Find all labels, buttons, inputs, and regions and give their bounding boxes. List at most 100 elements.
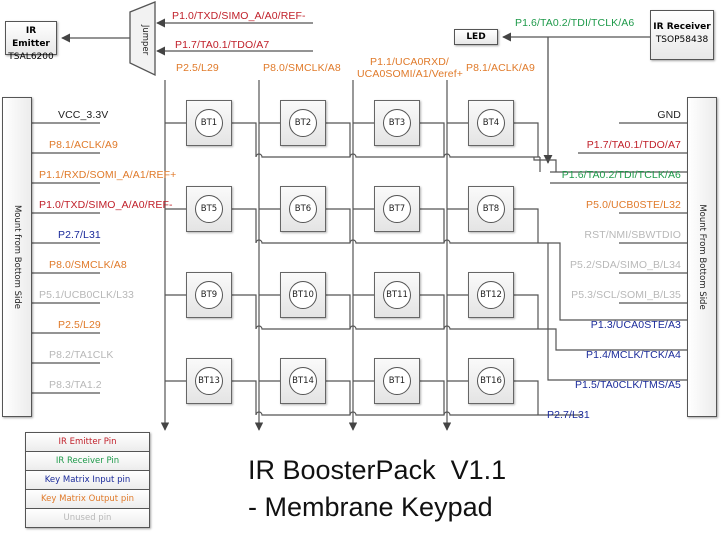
right-header-pin-label: P1.3/UCA0STE/A3 — [590, 319, 681, 331]
button-output-wire — [232, 208, 257, 243]
row-route-2 — [540, 242, 687, 321]
button-output-wire — [326, 294, 351, 329]
button-output-wire — [514, 294, 539, 329]
emitter-pin-a-label: P1.0/TXD/SIMO_A/A0/REF- — [172, 10, 306, 22]
button-output-wire — [514, 122, 539, 157]
key-button[interactable]: BT8 — [468, 186, 514, 232]
jumper-label: Jumper — [140, 24, 150, 56]
left-mount-label: Mount from Bottom Side — [12, 204, 22, 310]
key-button-label: BT3 — [383, 109, 411, 137]
right-header-pin-label: P5.0/UCB0STE/L32 — [586, 199, 681, 211]
ir-emitter-name: IR Emitter — [12, 26, 50, 49]
key-button-label: BT13 — [195, 367, 223, 395]
button-output-wire — [420, 208, 445, 243]
key-button-label: BT7 — [383, 195, 411, 223]
button-output-wire — [420, 122, 445, 157]
diagram-title: IR BoosterPack V1.1 - Membrane Keypad — [248, 452, 506, 526]
key-button[interactable]: BT1 — [186, 100, 232, 146]
button-output-wire — [232, 122, 257, 157]
title-line-1: IR BoosterPack V1.1 — [248, 455, 507, 485]
left-header-pin-label: P8.2/TA1CLK — [49, 349, 114, 361]
pin-legend: IR Emitter Pin IR Receiver Pin Key Matri… — [25, 432, 150, 528]
key-button-label: BT2 — [289, 109, 317, 137]
key-button[interactable]: BT7 — [374, 186, 420, 232]
left-header-pin-label: P1.1/RXD/SOMI_A/A1/REF+ — [39, 169, 177, 181]
button-output-wire — [326, 122, 351, 157]
key-button[interactable]: BT5 — [186, 186, 232, 232]
legend-ir-receiver: IR Receiver Pin — [26, 452, 149, 471]
key-button-label: BT1 — [195, 109, 223, 137]
ir-receiver-part: TSOP58438 — [655, 35, 709, 45]
right-header-pin-label: P1.6/TA0.2/TDI/TCLK/A6 — [561, 169, 681, 181]
key-button-label: BT16 — [477, 367, 505, 395]
key-button[interactable]: BT11 — [374, 272, 420, 318]
left-header-pin-label: P1.0/TXD/SIMO_A/A0/REF- — [39, 199, 173, 211]
button-output-wire — [326, 380, 351, 415]
jumper-shape — [129, 1, 156, 77]
ir-receiver-name: IR Receiver — [653, 22, 711, 32]
key-button[interactable]: BT2 — [280, 100, 326, 146]
button-output-wire — [420, 294, 445, 329]
left-header-pin-label: P8.3/TA1.2 — [49, 379, 102, 391]
key-button[interactable]: BT4 — [468, 100, 514, 146]
key-button-label: BT9 — [195, 281, 223, 309]
key-button[interactable]: BT6 — [280, 186, 326, 232]
right-header-pin-label: P1.4/MCLK/TCK/A4 — [586, 349, 681, 361]
key-button[interactable]: BT10 — [280, 272, 326, 318]
button-output-wire — [326, 208, 351, 243]
ir-receiver-box: IR Receiver TSOP58438 — [650, 10, 714, 60]
key-button[interactable]: BT14 — [280, 358, 326, 404]
button-output-wire — [232, 380, 257, 415]
key-button-label: BT14 — [289, 367, 317, 395]
key-button[interactable]: BT3 — [374, 100, 420, 146]
row-route-3 — [540, 328, 687, 351]
key-button-label: BT4 — [477, 109, 505, 137]
key-button-label: BT12 — [477, 281, 505, 309]
ir-emitter-part: TSAL6200 — [8, 52, 54, 62]
legend-key-input: Key Matrix Input pin — [26, 471, 149, 490]
right-header-pin-label: P5.3/SCL/SOMI_B/L35 — [571, 289, 681, 301]
key-button-label: BT11 — [383, 281, 411, 309]
led-label: LED — [466, 32, 486, 42]
key-button[interactable]: BT9 — [186, 272, 232, 318]
right-mount-label: Mount From Bottom Side — [697, 204, 707, 310]
right-header-pin-label: P1.7/TA0.1/TDO/A7 — [586, 139, 681, 151]
jumper[interactable]: Jumper — [135, 22, 155, 58]
button-output-wire — [514, 208, 539, 243]
legend-key-output: Key Matrix Output pin — [26, 490, 149, 509]
key-button-label: BT10 — [289, 281, 317, 309]
legend-unused: Unused pin — [26, 509, 149, 527]
key-button-label: BT1 — [383, 367, 411, 395]
button-output-wire — [232, 294, 257, 329]
row-extra-label: P2.7/L31 — [547, 409, 590, 421]
left-header-pin-label: P8.1/ACLK/A9 — [49, 139, 118, 151]
column-pin-3a: P1.1/UCA0RXD/ — [370, 56, 449, 68]
ir-emitter-box: IR Emitter TSAL6200 — [5, 21, 57, 62]
key-button[interactable]: BT1 — [374, 358, 420, 404]
column-pin-2: P8.0/SMCLK/A8 — [263, 62, 341, 74]
led-box: LED — [454, 29, 498, 45]
row-bus-4 — [255, 411, 540, 416]
left-header-mount: Mount from Bottom Side — [2, 97, 32, 417]
key-button-label: BT8 — [477, 195, 505, 223]
receiver-pin-label: P1.6/TA0.2/TDI/TCLK/A6 — [515, 17, 635, 29]
row-bus-3 — [255, 325, 540, 330]
column-pin-4: P8.1/ACLK/A9 — [466, 62, 535, 74]
row-route-5 — [547, 243, 687, 381]
key-button[interactable]: BT12 — [468, 272, 514, 318]
left-header-pin-label: VCC_3.3V — [58, 109, 109, 121]
key-button-label: BT6 — [289, 195, 317, 223]
key-button[interactable]: BT13 — [186, 358, 232, 404]
column-pin-3b: UCA0SOMI/A1/Veref+ — [357, 68, 463, 80]
right-header-pin-label: RST/NMI/SBWTDIO — [584, 229, 681, 241]
row-bus-1 — [255, 153, 540, 158]
key-button[interactable]: BT16 — [468, 358, 514, 404]
column-pin-1: P2.5/L29 — [176, 62, 219, 74]
title-line-2: - Membrane Keypad — [248, 492, 493, 522]
button-output-wire — [514, 380, 539, 415]
legend-ir-emitter: IR Emitter Pin — [26, 433, 149, 452]
right-header-mount: Mount From Bottom Side — [687, 97, 717, 417]
key-button-label: BT5 — [195, 195, 223, 223]
button-output-wire — [420, 380, 445, 415]
